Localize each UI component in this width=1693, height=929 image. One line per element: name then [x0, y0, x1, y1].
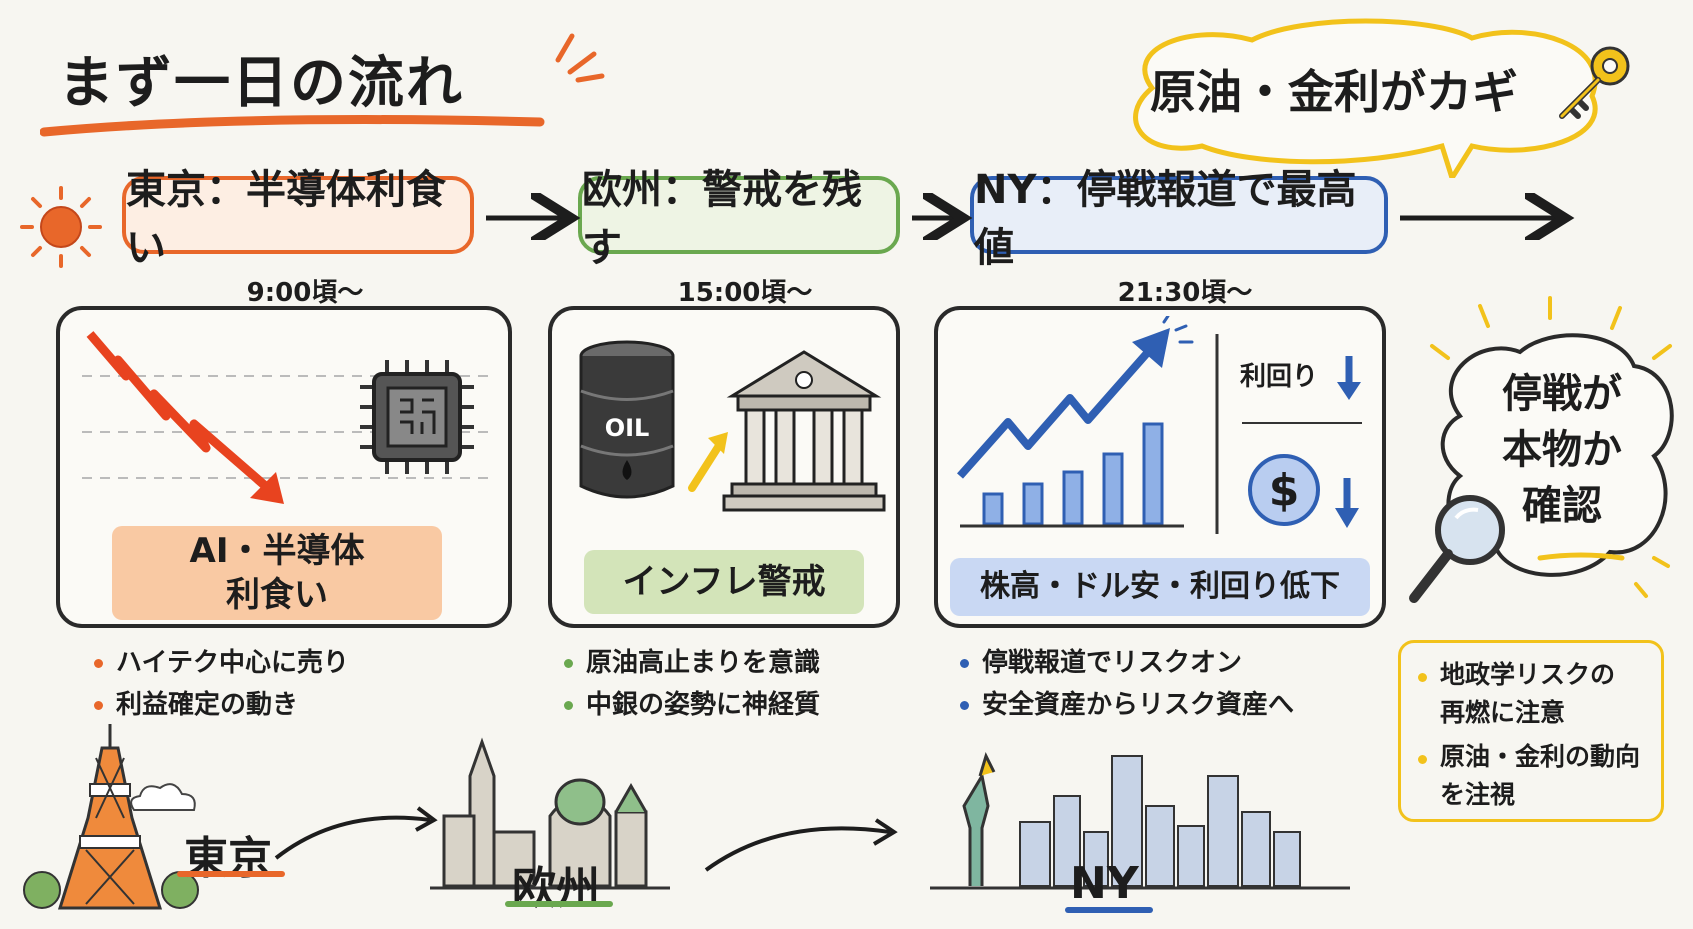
tokyo-falling-chart	[82, 331, 490, 504]
bar-4	[1102, 452, 1124, 526]
yield-label: 利回り	[1240, 362, 1319, 392]
headline-cloud	[1133, 18, 1598, 178]
check-cloud-text: 停戦が 本物か 確認	[1482, 366, 1642, 534]
oil-label: OIL	[605, 414, 650, 442]
stage-europe: 欧州：警戒を残す	[578, 167, 900, 271]
bar-1	[982, 492, 1004, 526]
headline-text: 原油・金利がカギ	[1150, 65, 1518, 119]
bullets-europe: 原油高止まりを意識 中銀の姿勢に神経質	[560, 642, 820, 726]
time-ny: 21:30頃～	[1117, 278, 1253, 308]
up-arrow-icon	[688, 432, 728, 492]
chip-icon	[360, 360, 474, 474]
time-europe: 15:00頃～	[677, 278, 813, 308]
tag-tokyo: AI・半導体 利食い	[112, 526, 442, 620]
yield-divider	[1242, 422, 1362, 424]
dollar-down-arrow-icon	[1335, 478, 1359, 528]
bank-icon	[722, 350, 886, 512]
check-line-3: 確認	[1522, 483, 1602, 529]
city-ny-underline	[1065, 907, 1153, 913]
stage-ny: NY：停戦報道で最高値	[970, 167, 1388, 271]
cloud-icon	[130, 783, 196, 811]
bullet-europe-1: 原油高止まりを意識	[560, 642, 820, 684]
city-ny: NY	[1070, 858, 1139, 909]
tag-europe: インフレ警戒	[584, 550, 864, 614]
arrow-city-2	[704, 818, 898, 872]
bullet-ny-2: 安全資産からリスク資産へ	[956, 684, 1294, 726]
stage-ny-label: NY：停戦報道で最高値	[974, 167, 1357, 271]
down-arrow-head	[250, 472, 284, 504]
bullet-ny-1: 停戦報道でリスクオン	[956, 642, 1294, 684]
dollar-symbol: $	[1269, 465, 1300, 516]
bullet-tokyo-1: ハイテク中心に売り	[90, 642, 349, 684]
ny-skyline-icon	[930, 751, 1350, 890]
time-tokyo: 9:00頃～	[246, 278, 364, 308]
bullets-tokyo: ハイテク中心に売り 利益確定の動き	[90, 642, 349, 726]
check-underline	[1537, 552, 1625, 561]
yield-down-arrow-icon	[1337, 356, 1361, 400]
arrow-city-1	[274, 806, 438, 860]
key-icon	[1559, 46, 1630, 119]
city-tokyo-underline	[177, 871, 285, 877]
bar-5	[1142, 422, 1164, 526]
tag-ny: 株高・ドル安・利回り低下	[950, 558, 1370, 616]
bar-3	[1062, 470, 1084, 526]
emphasis-marks-icon	[555, 33, 605, 83]
bullets-ny: 停戦報道でリスクオン 安全資産からリスク資産へ	[956, 642, 1294, 726]
sun-icon	[20, 186, 102, 268]
check-line-1: 停戦が	[1502, 371, 1622, 417]
magnifier-icon	[1409, 495, 1505, 603]
page-title: まず一日の流れ	[58, 51, 464, 116]
bullet-europe-2: 中銀の姿勢に神経質	[560, 684, 820, 726]
stage-tokyo: 東京：半導体利食い	[122, 167, 474, 271]
tokyo-tower-icon	[23, 724, 199, 910]
bullet-tokyo-2: 利益確定の動き	[90, 684, 349, 726]
watch-list-box	[1398, 640, 1664, 822]
dollar-icon: $	[1248, 454, 1320, 526]
ny-rising-chart	[957, 316, 1194, 528]
down-arrow-line	[86, 331, 273, 494]
oil-barrel-icon: OIL	[579, 340, 675, 499]
bar-2	[1022, 482, 1044, 526]
europe-buildings-icon	[430, 737, 670, 890]
title-underline	[40, 115, 545, 137]
city-europe-underline	[505, 901, 613, 907]
flow-arrows	[486, 190, 1693, 240]
watch-item-2: 原油・金利の動向 を注視	[1414, 738, 1640, 814]
stage-europe-label: 欧州：警戒を残す	[582, 167, 862, 271]
check-line-2: 本物か	[1502, 427, 1622, 473]
watch-list: 地政学リスクの 再燃に注意 原油・金利の動向 を注視	[1414, 656, 1640, 814]
ny-divider	[1215, 334, 1219, 534]
watch-item-1: 地政学リスクの 再燃に注意	[1414, 656, 1640, 732]
stage-tokyo-label: 東京：半導体利食い	[126, 167, 446, 271]
